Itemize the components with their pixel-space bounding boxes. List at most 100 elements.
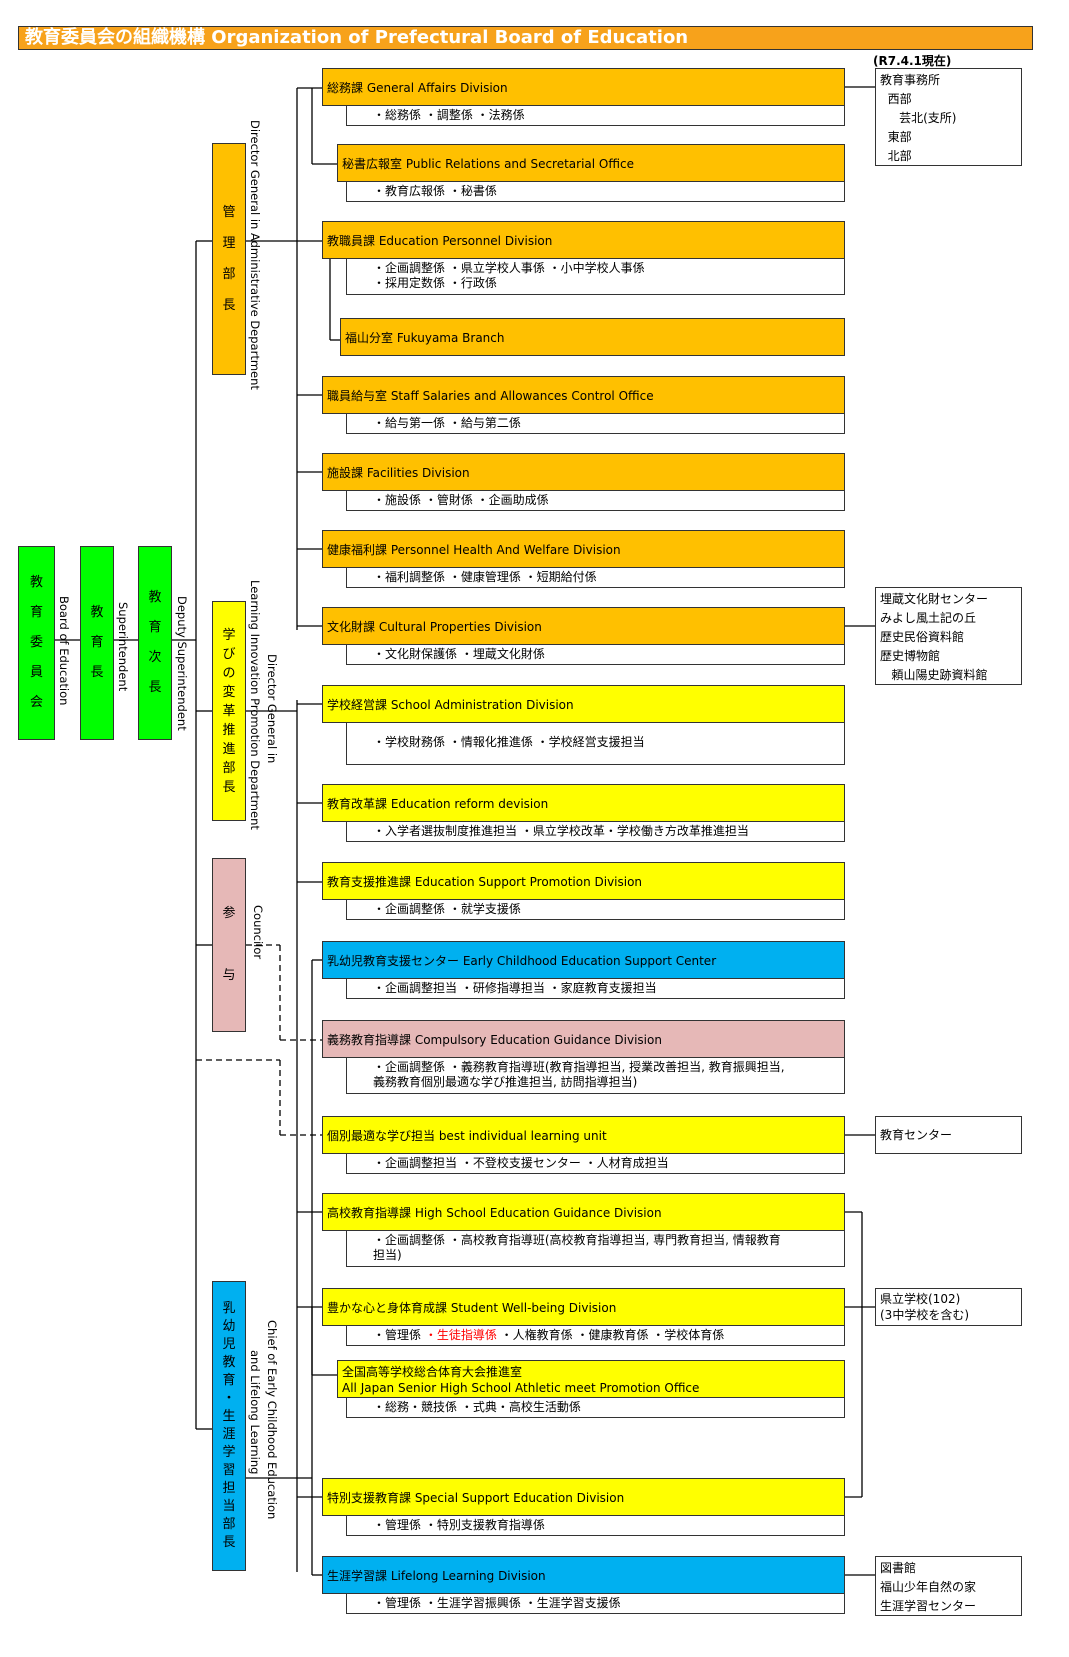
director-admin-english: Director General in Administrative Depar… bbox=[248, 120, 262, 390]
box-char: 教 bbox=[222, 1355, 236, 1370]
director-early-english-2: and Lifelong Learning bbox=[248, 1350, 262, 1475]
division-sub: ・文化財保護係 ・埋蔵文化財係 bbox=[346, 645, 845, 665]
councilor-box: 参与 bbox=[212, 858, 246, 1032]
division-sub: ・企画調整担当 ・研修指導担当 ・家庭教育支援担当 bbox=[346, 979, 845, 999]
board-of-education-box: 教育委員会 bbox=[18, 546, 55, 740]
division-sub: ・企画調整係 ・高校教育指導班(高校教育指導担当, 専門教育担当, 情報教育 担… bbox=[346, 1231, 845, 1267]
box-char: の bbox=[222, 665, 236, 681]
box-char: 管 bbox=[222, 205, 236, 220]
superintendent-box: 教育長 bbox=[80, 546, 114, 740]
division-athletic-meet-office: 全国高等学校総合体育大会推進室 All Japan Senior High Sc… bbox=[337, 1360, 845, 1398]
box-char: 次 bbox=[148, 650, 162, 665]
division-sub: ・学校財務係 ・情報化推進係 ・学校経営支援担当 bbox=[346, 723, 845, 765]
division-sub: ・企画調整係 ・就学支援係 bbox=[346, 900, 845, 920]
division-sub: ・入学者選抜制度推進担当 ・県立学校改革・学校働き方改革推進担当 bbox=[346, 822, 845, 842]
division-health-welfare: 健康福利課 Personnel Health And Welfare Divis… bbox=[322, 530, 845, 568]
division-facilities: 施設課 Facilities Division bbox=[322, 453, 845, 491]
box-char: 担 bbox=[222, 1481, 236, 1496]
division-early-childhood-center: 乳幼児教育支援センター Early Childhood Education Su… bbox=[322, 941, 845, 979]
division-sub: ・管理係 ・特別支援教育指導係 bbox=[346, 1516, 845, 1536]
box-char: 長 bbox=[222, 1535, 236, 1550]
division-sub: ・管理係 ・生徒指導係 ・人権教育係 ・健康教育係 ・学校体育係 bbox=[346, 1326, 845, 1346]
box-char: ・ bbox=[222, 1391, 236, 1406]
director-learning-box: 学びの変革推進部長 bbox=[212, 601, 246, 821]
sub-part-highlight: ・生徒指導係 bbox=[424, 1328, 497, 1342]
division-sub: ・企画調整係 ・義務教育指導班(教育指導担当, 授業改善担当, 教育振興担当, … bbox=[346, 1058, 845, 1094]
director-admin-box: 管理部長 bbox=[212, 143, 246, 375]
box-char: び bbox=[222, 646, 236, 662]
division-best-individual-learning: 個別最適な学び担当 best individual learning unit bbox=[322, 1116, 845, 1154]
box-char: 会 bbox=[29, 695, 43, 710]
division-public-relations: 秘書広報室 Public Relations and Secretarial O… bbox=[337, 144, 845, 182]
division-special-support: 特別支援教育課 Special Support Education Divisi… bbox=[322, 1478, 845, 1516]
director-early-childhood-box: 乳幼児教育・生涯学習担当部長 bbox=[212, 1281, 246, 1571]
box-char: 委 bbox=[29, 635, 43, 650]
division-staff-salaries: 職員給与室 Staff Salaries and Allowances Cont… bbox=[322, 376, 845, 414]
box-char: 涯 bbox=[222, 1427, 236, 1442]
side-box-prefectural-schools: 県立学校(102) (3中学校を含む) bbox=[875, 1288, 1022, 1326]
division-sub: ・総務・競技係 ・式典・高校生活動係 bbox=[346, 1398, 845, 1418]
division-sub: ・企画調整担当 ・不登校支援センター ・人材育成担当 bbox=[346, 1154, 845, 1174]
box-char: 部 bbox=[222, 1517, 236, 1532]
division-high-school-guidance: 高校教育指導課 High School Education Guidance D… bbox=[322, 1193, 845, 1231]
sub-part: ・人権教育係 ・健康教育係 ・学校体育係 bbox=[496, 1328, 725, 1342]
box-char: 教 bbox=[29, 575, 43, 590]
division-sub: ・管理係 ・生涯学習振興係 ・生涯学習支援係 bbox=[346, 1594, 845, 1614]
box-char: 革 bbox=[222, 703, 236, 719]
box-char: 習 bbox=[222, 1463, 236, 1478]
athletic-office-en: All Japan Senior High School Athletic me… bbox=[342, 1381, 700, 1395]
division-sub: ・給与第一係 ・給与第二係 bbox=[346, 414, 845, 434]
box-char: 育 bbox=[90, 635, 104, 650]
division-sub: ・総務係 ・調整係 ・法務係 bbox=[346, 106, 845, 126]
division-sub: ・福利調整係 ・健康管理係 ・短期給付係 bbox=[346, 568, 845, 588]
division-fukuyama-branch: 福山分室 Fukuyama Branch bbox=[340, 318, 845, 356]
date-note: (R7.4.1現在) bbox=[873, 54, 952, 68]
box-char: 長 bbox=[90, 665, 104, 680]
box-char: 推 bbox=[222, 722, 236, 738]
page-title: 教育委員会の組織機構 Organization of Prefectural B… bbox=[18, 26, 1033, 50]
director-early-english-1: Chief of Early Childhood Education bbox=[265, 1320, 279, 1520]
box-char: 部 bbox=[222, 267, 236, 282]
side-box-education-center: 教育センター bbox=[875, 1116, 1022, 1154]
division-general-affairs: 総務課 General Affairs Division bbox=[322, 68, 845, 106]
division-sub: ・企画調整係 ・県立学校人事係 ・小中学校人事係 ・採用定数係 ・行政係 bbox=[346, 259, 845, 295]
director-learning-english-2: Learning Innovation Promotion Department bbox=[248, 580, 262, 830]
division-sub: ・施設係 ・管財係 ・企画助成係 bbox=[346, 491, 845, 511]
athletic-office-jp: 全国高等学校総合体育大会推進室 bbox=[342, 1365, 523, 1379]
division-school-administration: 学校経営課 School Administration Division bbox=[322, 685, 845, 723]
box-char: 理 bbox=[222, 236, 236, 251]
side-box-cultural-facilities: 埋蔵文化財センター みよし風土記の丘 歴史民俗資料館 歴史博物館 頼山陽史跡資料… bbox=[875, 587, 1022, 685]
division-compulsory-education: 義務教育指導課 Compulsory Education Guidance Di… bbox=[322, 1020, 845, 1058]
box-char: 幼 bbox=[222, 1319, 236, 1334]
supt-english: Superintendent bbox=[116, 602, 130, 692]
division-student-wellbeing: 豊かな心と身体育成課 Student Well-being Division bbox=[322, 1288, 845, 1326]
councilor-english: Councilor bbox=[251, 905, 265, 960]
division-lifelong-learning: 生涯学習課 Lifelong Learning Division bbox=[322, 1556, 845, 1594]
box-char: 乳 bbox=[222, 1301, 236, 1316]
box-char: 員 bbox=[29, 665, 43, 680]
box-char: 長 bbox=[222, 779, 236, 795]
deputy-english: Deputy Superintendent bbox=[175, 596, 189, 731]
box-char: 教 bbox=[148, 590, 162, 605]
division-education-support: 教育支援推進課 Education Support Promotion Divi… bbox=[322, 862, 845, 900]
division-cultural-properties: 文化財課 Cultural Properties Division bbox=[322, 607, 845, 645]
sub-part: ・管理係 bbox=[373, 1328, 425, 1342]
box-char: 学 bbox=[222, 627, 236, 643]
side-box-education-offices: 教育事務所 西部 芸北(支所) 東部 北部 bbox=[875, 68, 1022, 166]
box-char: 与 bbox=[222, 968, 236, 983]
box-char: 部 bbox=[222, 760, 236, 776]
box-char: 生 bbox=[222, 1409, 236, 1424]
box-char: 育 bbox=[29, 605, 43, 620]
box-char: 育 bbox=[222, 1373, 236, 1388]
box-char: 変 bbox=[222, 684, 236, 700]
division-education-personnel: 教職員課 Education Personnel Division bbox=[322, 221, 845, 259]
box-char: 長 bbox=[148, 680, 162, 695]
division-education-reform: 教育改革課 Education reform devision bbox=[322, 784, 845, 822]
side-box-lifelong-facilities: 図書館 福山少年自然の家 生涯学習センター bbox=[875, 1556, 1022, 1616]
division-sub: ・教育広報係 ・秘書係 bbox=[346, 182, 845, 202]
box-char: 進 bbox=[222, 741, 236, 757]
box-char: 児 bbox=[222, 1337, 236, 1352]
deputy-superintendent-box: 教育次長 bbox=[138, 546, 172, 740]
box-char: 長 bbox=[222, 298, 236, 313]
